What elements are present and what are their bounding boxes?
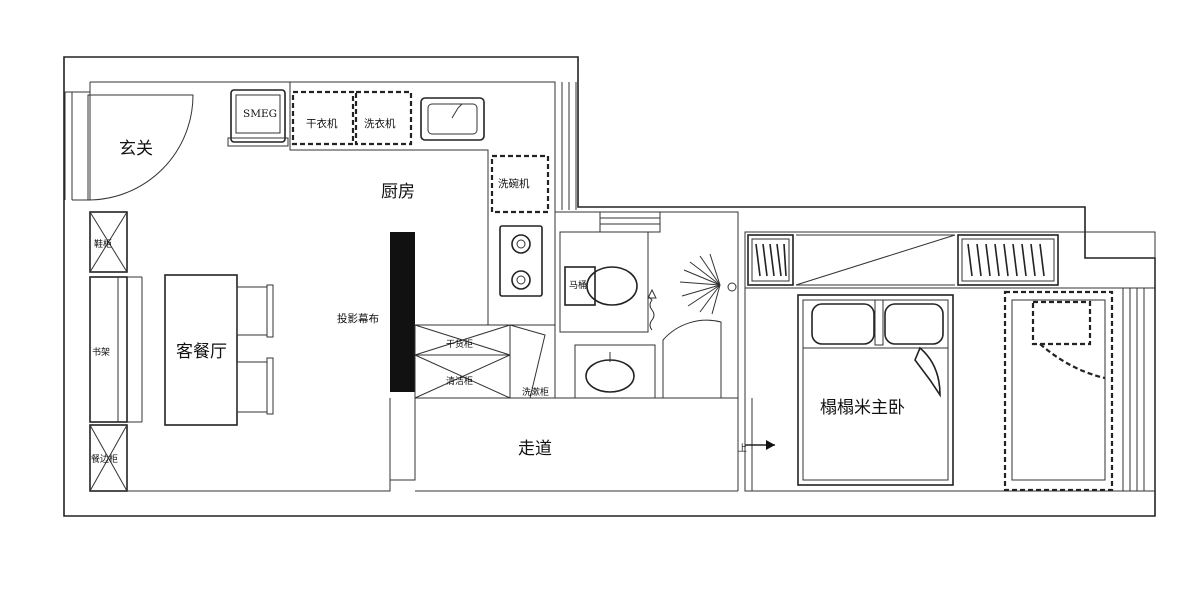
shower-arrow xyxy=(647,288,657,331)
wardrobe-left xyxy=(747,234,794,286)
tatami-bed xyxy=(1003,290,1114,492)
shoe-cabinet xyxy=(89,211,128,273)
label-toilet: 马桶 xyxy=(569,279,587,291)
shower-head xyxy=(679,253,737,315)
gas-stove xyxy=(499,225,543,297)
dining-cabinet xyxy=(89,424,128,492)
washer xyxy=(354,90,413,146)
label-bookshelf: 书架 xyxy=(92,347,110,358)
kitchen-sink xyxy=(420,97,485,141)
dishwasher xyxy=(490,154,550,214)
room-label-kitchen: 厨房 xyxy=(381,182,415,202)
label-dishwasher: 洗碗机 xyxy=(498,177,530,190)
bedroom-walls xyxy=(744,231,1156,492)
dining-table xyxy=(164,274,274,426)
label-cleaning-cabinet: 清洁柜 xyxy=(446,375,473,387)
outer-boundary xyxy=(63,56,1156,517)
projector-screen xyxy=(390,232,415,392)
wardrobe-diagonal xyxy=(795,234,956,286)
label-smeg: SMEG xyxy=(243,108,277,120)
window-strip-right xyxy=(1122,288,1145,491)
bathroom xyxy=(554,211,746,399)
label-wash-cabinet: 洗漱柜 xyxy=(522,386,549,398)
label-dining-cabinet: 餐边柜 xyxy=(91,453,118,465)
room-label-master-bedroom: 榻榻米主卧 xyxy=(820,398,905,418)
label-dry-goods-cabinet: 干货柜 xyxy=(446,338,473,350)
living-walls xyxy=(127,397,739,492)
bookshelf xyxy=(89,276,143,423)
label-projector-screen: 投影幕布 xyxy=(337,312,379,325)
label-dryer: 干衣机 xyxy=(306,117,338,130)
room-label-living-dining: 客餐厅 xyxy=(176,342,227,362)
label-up-marker: 上 xyxy=(738,443,747,454)
dry-goods-cabinet xyxy=(414,324,556,399)
label-washer: 洗衣机 xyxy=(364,117,396,130)
stairs-up-arrow xyxy=(744,398,775,491)
room-label-corridor: 走道 xyxy=(518,439,552,459)
label-shoe-cabinet: 鞋柜 xyxy=(94,238,112,250)
window-strip-top xyxy=(554,82,577,210)
wardrobe-right xyxy=(957,234,1059,286)
room-label-entrance: 玄关 xyxy=(119,139,153,159)
smeg-fridge xyxy=(227,89,289,147)
entrance-door xyxy=(64,92,194,201)
master-bed xyxy=(797,294,954,486)
